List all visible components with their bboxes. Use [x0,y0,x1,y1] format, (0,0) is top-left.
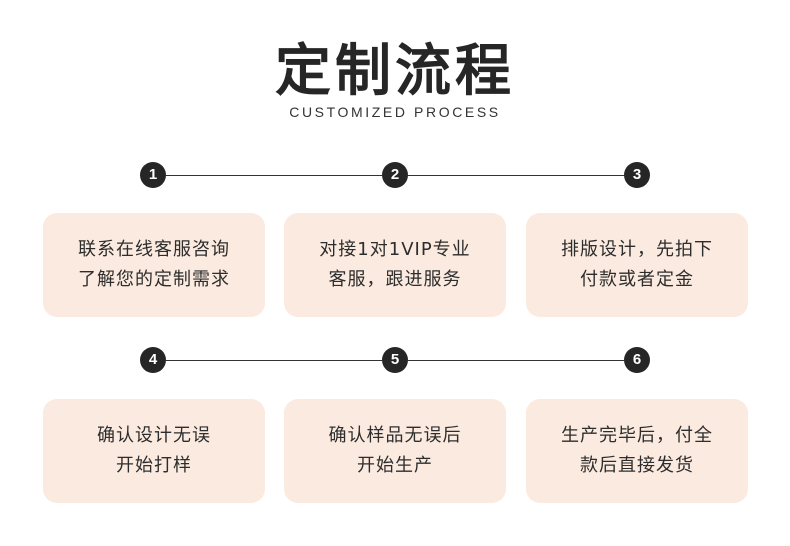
step-text-line: 排版设计，先拍下 [561,239,713,260]
connector-line [166,175,382,176]
step-text-line: 联系在线客服咨询 [78,239,230,260]
step-card: 生产完毕后，付全 款后直接发货 [526,399,748,503]
step-text-line: 客服，跟进服务 [328,269,462,290]
step-text-line: 开始生产 [357,455,433,476]
step-text-line: 确认设计无误 [97,425,211,446]
step-card: 联系在线客服咨询 了解您的定制需求 [43,213,265,317]
step-text-line: 款后直接发货 [580,455,694,476]
step-text-line: 付款或者定金 [580,269,694,290]
step-number-badge: 1 [140,162,166,188]
step-number-badge: 4 [140,347,166,373]
step-card: 对接1对1VIP专业 客服，跟进服务 [284,213,506,317]
step-text-line: 生产完毕后，付全 [561,425,713,446]
step-text-line: 开始打样 [116,455,192,476]
page-subtitle: CUSTOMIZED PROCESS [289,104,501,120]
step-text-line: 确认样品无误后 [328,425,462,446]
step-text-line: 对接1对1VIP专业 [319,239,471,260]
step-card: 确认样品无误后 开始生产 [284,399,506,503]
connector-line [408,175,624,176]
step-number-badge: 3 [624,162,650,188]
step-card: 排版设计，先拍下 付款或者定金 [526,213,748,317]
step-number-badge: 5 [382,347,408,373]
step-text-line: 了解您的定制需求 [78,269,230,290]
step-number-badge: 2 [382,162,408,188]
page-title: 定制流程 [275,39,515,104]
connector-line [166,360,382,361]
step-card: 确认设计无误 开始打样 [43,399,265,503]
step-number-badge: 6 [624,347,650,373]
connector-line [408,360,624,361]
